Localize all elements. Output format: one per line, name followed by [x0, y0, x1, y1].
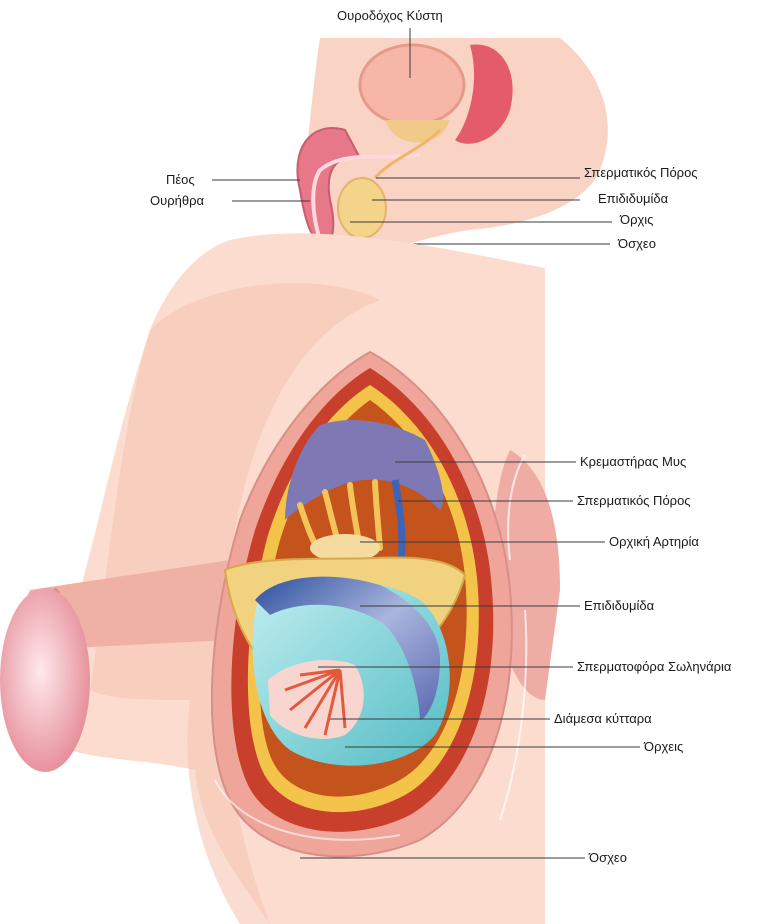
label-cremaster: Κρεμαστήρας Μυς [580, 454, 686, 470]
bottom-scrotum-diagram [0, 233, 560, 924]
top-bladder [360, 45, 464, 125]
label-interstitial-cells: Διάμεσα κύτταρα [554, 711, 652, 727]
label-testis-top: Όρχις [620, 212, 653, 228]
label-testes: Όρχεις [644, 739, 683, 755]
top-testis [338, 178, 386, 238]
label-bladder: Ουροδόχος Κύστη [337, 8, 443, 24]
label-penis: Πέος [166, 172, 195, 188]
label-urethra: Ουρήθρα [150, 193, 204, 209]
label-testicular-artery: Ορχική Αρτηρία [609, 534, 699, 550]
label-vas-deferens: Σπερματικός Πόρος [577, 493, 691, 509]
label-epididymis: Επιδιδυμίδα [584, 598, 654, 614]
label-seminiferous-tubules: Σπερματοφόρα Σωληνάρια [577, 659, 731, 675]
glans [0, 588, 90, 772]
label-vas-deferens-top: Σπερματικός Πόρος [584, 165, 698, 181]
label-epididymis-top: Επιδιδυμίδα [598, 191, 668, 207]
top-pelvis-diagram [297, 38, 607, 246]
label-scrotum-top: Όσχεο [618, 236, 656, 252]
label-scrotum: Όσχεο [589, 850, 627, 866]
